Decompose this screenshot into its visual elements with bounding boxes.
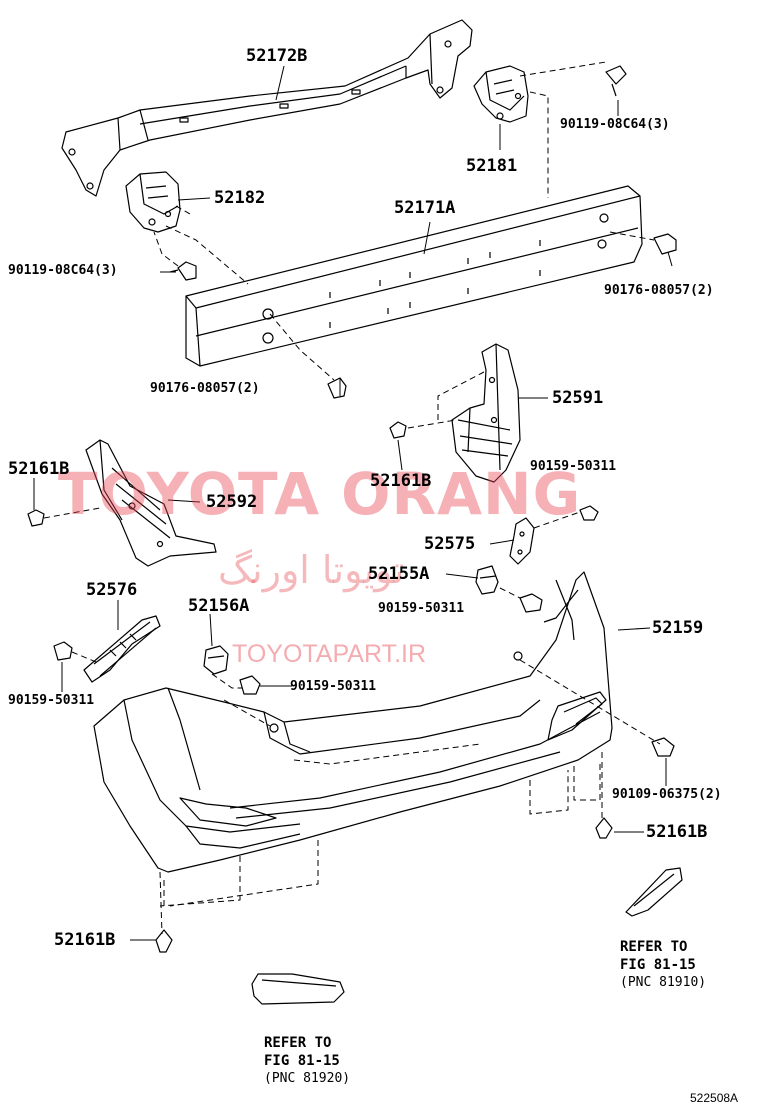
part-label-52171A[interactable]: 52171A xyxy=(394,198,456,218)
part-label-52155A[interactable]: 52155A xyxy=(368,564,430,584)
part-label-90159-c[interactable]: 90159-50311 xyxy=(290,679,377,694)
fastener-drawings xyxy=(27,65,677,953)
bracket-52181-drawing xyxy=(473,65,529,123)
reference-note-left-line3: (PNC 81920) xyxy=(264,1071,351,1086)
assembly-dashed-lines xyxy=(43,61,661,935)
part-label-52159[interactable]: 52159 xyxy=(652,618,704,638)
reference-note-right-line1: REFER TO xyxy=(620,939,688,955)
reference-note-left: REFER TO FIG 81-15 (PNC 81920) xyxy=(264,1034,350,1088)
part-label-52161B-a[interactable]: 52161B xyxy=(8,459,70,479)
part-label-90119-left[interactable]: 90119-08C64(3) xyxy=(8,263,118,278)
reflector-lamp-left-drawing xyxy=(251,973,345,1005)
watermark-brand-persian: تویوتا اورنگ xyxy=(218,548,405,592)
part-label-90159-b[interactable]: 90159-50311 xyxy=(378,601,465,616)
reference-note-right-line2[interactable]: FIG 81-15 xyxy=(620,957,696,973)
part-label-52576[interactable]: 52576 xyxy=(86,580,138,600)
part-label-52181[interactable]: 52181 xyxy=(466,156,518,176)
watermark-brand: TOYOTA ORANG xyxy=(58,460,582,528)
part-label-52592[interactable]: 52592 xyxy=(206,492,258,512)
bracket-52182-drawing xyxy=(125,171,181,233)
reflector-lamp-right-drawing xyxy=(625,867,683,917)
reference-note-left-line1: REFER TO xyxy=(264,1035,332,1051)
watermark-site: TOYOTAPART.IR xyxy=(232,640,427,668)
part-label-52182[interactable]: 52182 xyxy=(214,188,266,208)
reinforcement-52171A-drawing xyxy=(185,185,643,367)
part-label-90119-top[interactable]: 90119-08C64(3) xyxy=(560,117,670,132)
part-label-52161B-b[interactable]: 52161B xyxy=(370,471,432,491)
reference-note-right-line3: (PNC 81910) xyxy=(620,975,707,990)
part-label-52575[interactable]: 52575 xyxy=(424,534,476,554)
reference-note-left-line2[interactable]: FIG 81-15 xyxy=(264,1053,340,1069)
bracket-52575-drawing xyxy=(509,517,535,565)
retainer-52592-drawing xyxy=(85,439,217,567)
bracket-52576-drawing xyxy=(83,615,161,683)
part-label-90176-left[interactable]: 90176-08057(2) xyxy=(150,381,260,396)
part-label-52156A[interactable]: 52156A xyxy=(188,596,250,616)
part-label-52172B[interactable]: 52172B xyxy=(246,46,308,66)
part-label-52591[interactable]: 52591 xyxy=(552,388,604,408)
clip-52155A-drawing xyxy=(475,565,499,595)
part-label-90176-right[interactable]: 90176-08057(2) xyxy=(604,283,714,298)
part-label-90159-d[interactable]: 90159-50311 xyxy=(8,693,95,708)
part-label-90159-a[interactable]: 90159-50311 xyxy=(530,459,617,474)
part-label-90109[interactable]: 90109-06375(2) xyxy=(612,787,722,802)
bumper-cover-52159-drawing xyxy=(93,571,613,873)
part-label-52161B-c[interactable]: 52161B xyxy=(646,822,708,842)
part-label-52161B-d[interactable]: 52161B xyxy=(54,930,116,950)
reference-note-right: REFER TO FIG 81-15 (PNC 81910) xyxy=(620,938,706,992)
reinforcement-52172B-drawing xyxy=(61,19,473,197)
leader-lines xyxy=(33,65,673,941)
clip-52156A-drawing xyxy=(203,645,229,675)
figure-id: 522508A xyxy=(690,1091,739,1105)
retainer-52591-drawing xyxy=(451,343,521,483)
